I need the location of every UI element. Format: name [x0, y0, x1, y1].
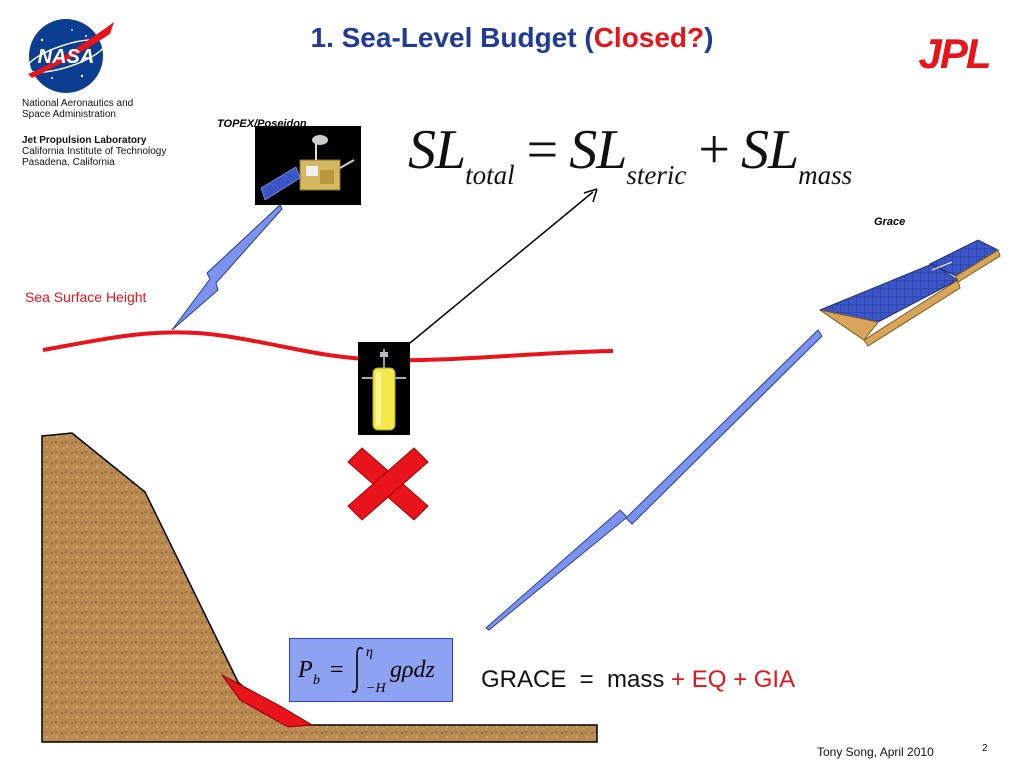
eq-sl-steric: SL — [569, 119, 627, 181]
formula-lower-limit: −H — [366, 681, 386, 696]
steric-pointer-line — [409, 191, 594, 344]
title-close: ) — [704, 22, 714, 53]
argo-float-image — [358, 342, 410, 435]
nasa-logo-text: NASA — [38, 46, 95, 68]
eq-total-subscript: total — [465, 160, 515, 190]
jpl-org-name: Jet Propulsion Laboratory — [22, 135, 147, 146]
eq-sl-total: SL — [408, 119, 466, 181]
steric-pointer-arrowhead — [583, 188, 598, 203]
sea-surface-curve — [42, 330, 614, 363]
nasa-org-text: National Aeronautics and Space Administr… — [22, 98, 133, 120]
formula-integrand: gρdz — [390, 657, 435, 683]
slide-page-number: 2 — [982, 743, 988, 754]
topex-satellite-image — [255, 126, 361, 205]
grace-eq-red: + EQ + GIA — [671, 666, 796, 693]
jpl-org-text: Jet Propulsion Laboratory California Ins… — [22, 135, 166, 168]
jpl-logo-text: JPL — [918, 34, 989, 72]
footer-author: Tony Song, April 2010 — [817, 745, 934, 759]
topex-label: TOPEX/Poseidon — [217, 118, 307, 130]
eq-mass-subscript: mass — [798, 160, 853, 190]
grace-eq-left: GRACE = mass — [481, 666, 672, 693]
grace-decomposition-text: GRACE = mass + EQ + GIA — [481, 666, 795, 694]
sea-surface-height-label: Sea Surface Height — [25, 289, 147, 305]
formula-equals: = — [330, 657, 344, 683]
nasa-logo: NASA — [27, 19, 114, 93]
slide-title: 1. Sea-Level Budget (Closed?) — [0, 22, 1024, 54]
red-x-mark — [347, 447, 429, 521]
jpl-org-line2: California Institute of Technology — [22, 146, 167, 157]
eq-equals-sign: = — [526, 119, 559, 181]
bottom-pressure-sensor — [221, 674, 314, 728]
formula-b-subscript: b — [313, 673, 320, 688]
topex-signal-lightning — [171, 204, 283, 331]
formula-upper-limit: η — [366, 645, 373, 660]
integral-sign-icon — [351, 647, 364, 693]
grace-signal-lightning — [485, 329, 823, 631]
grace-label: Grace — [874, 216, 906, 228]
bottom-pressure-formula-box: P b = η −H gρdz — [289, 638, 453, 702]
eq-steric-subscript: steric — [626, 160, 687, 190]
eq-sl-mass: SL — [741, 119, 799, 181]
nasa-org-line2: Space Administration — [22, 109, 116, 120]
grace-satellites-image — [818, 239, 1001, 347]
eq-plus-sign: + — [698, 119, 730, 181]
formula-p: P — [298, 657, 313, 683]
title-main: 1. Sea-Level Budget ( — [310, 22, 594, 53]
jpl-org-line3: Pasadena, California — [22, 157, 115, 168]
sea-level-budget-equation: SLtotal=SLsteric+SLmass — [408, 118, 852, 191]
nasa-org-line1: National Aeronautics and — [22, 98, 134, 109]
title-highlight: Closed? — [593, 22, 705, 53]
jpl-logo: JPL — [918, 34, 991, 72]
